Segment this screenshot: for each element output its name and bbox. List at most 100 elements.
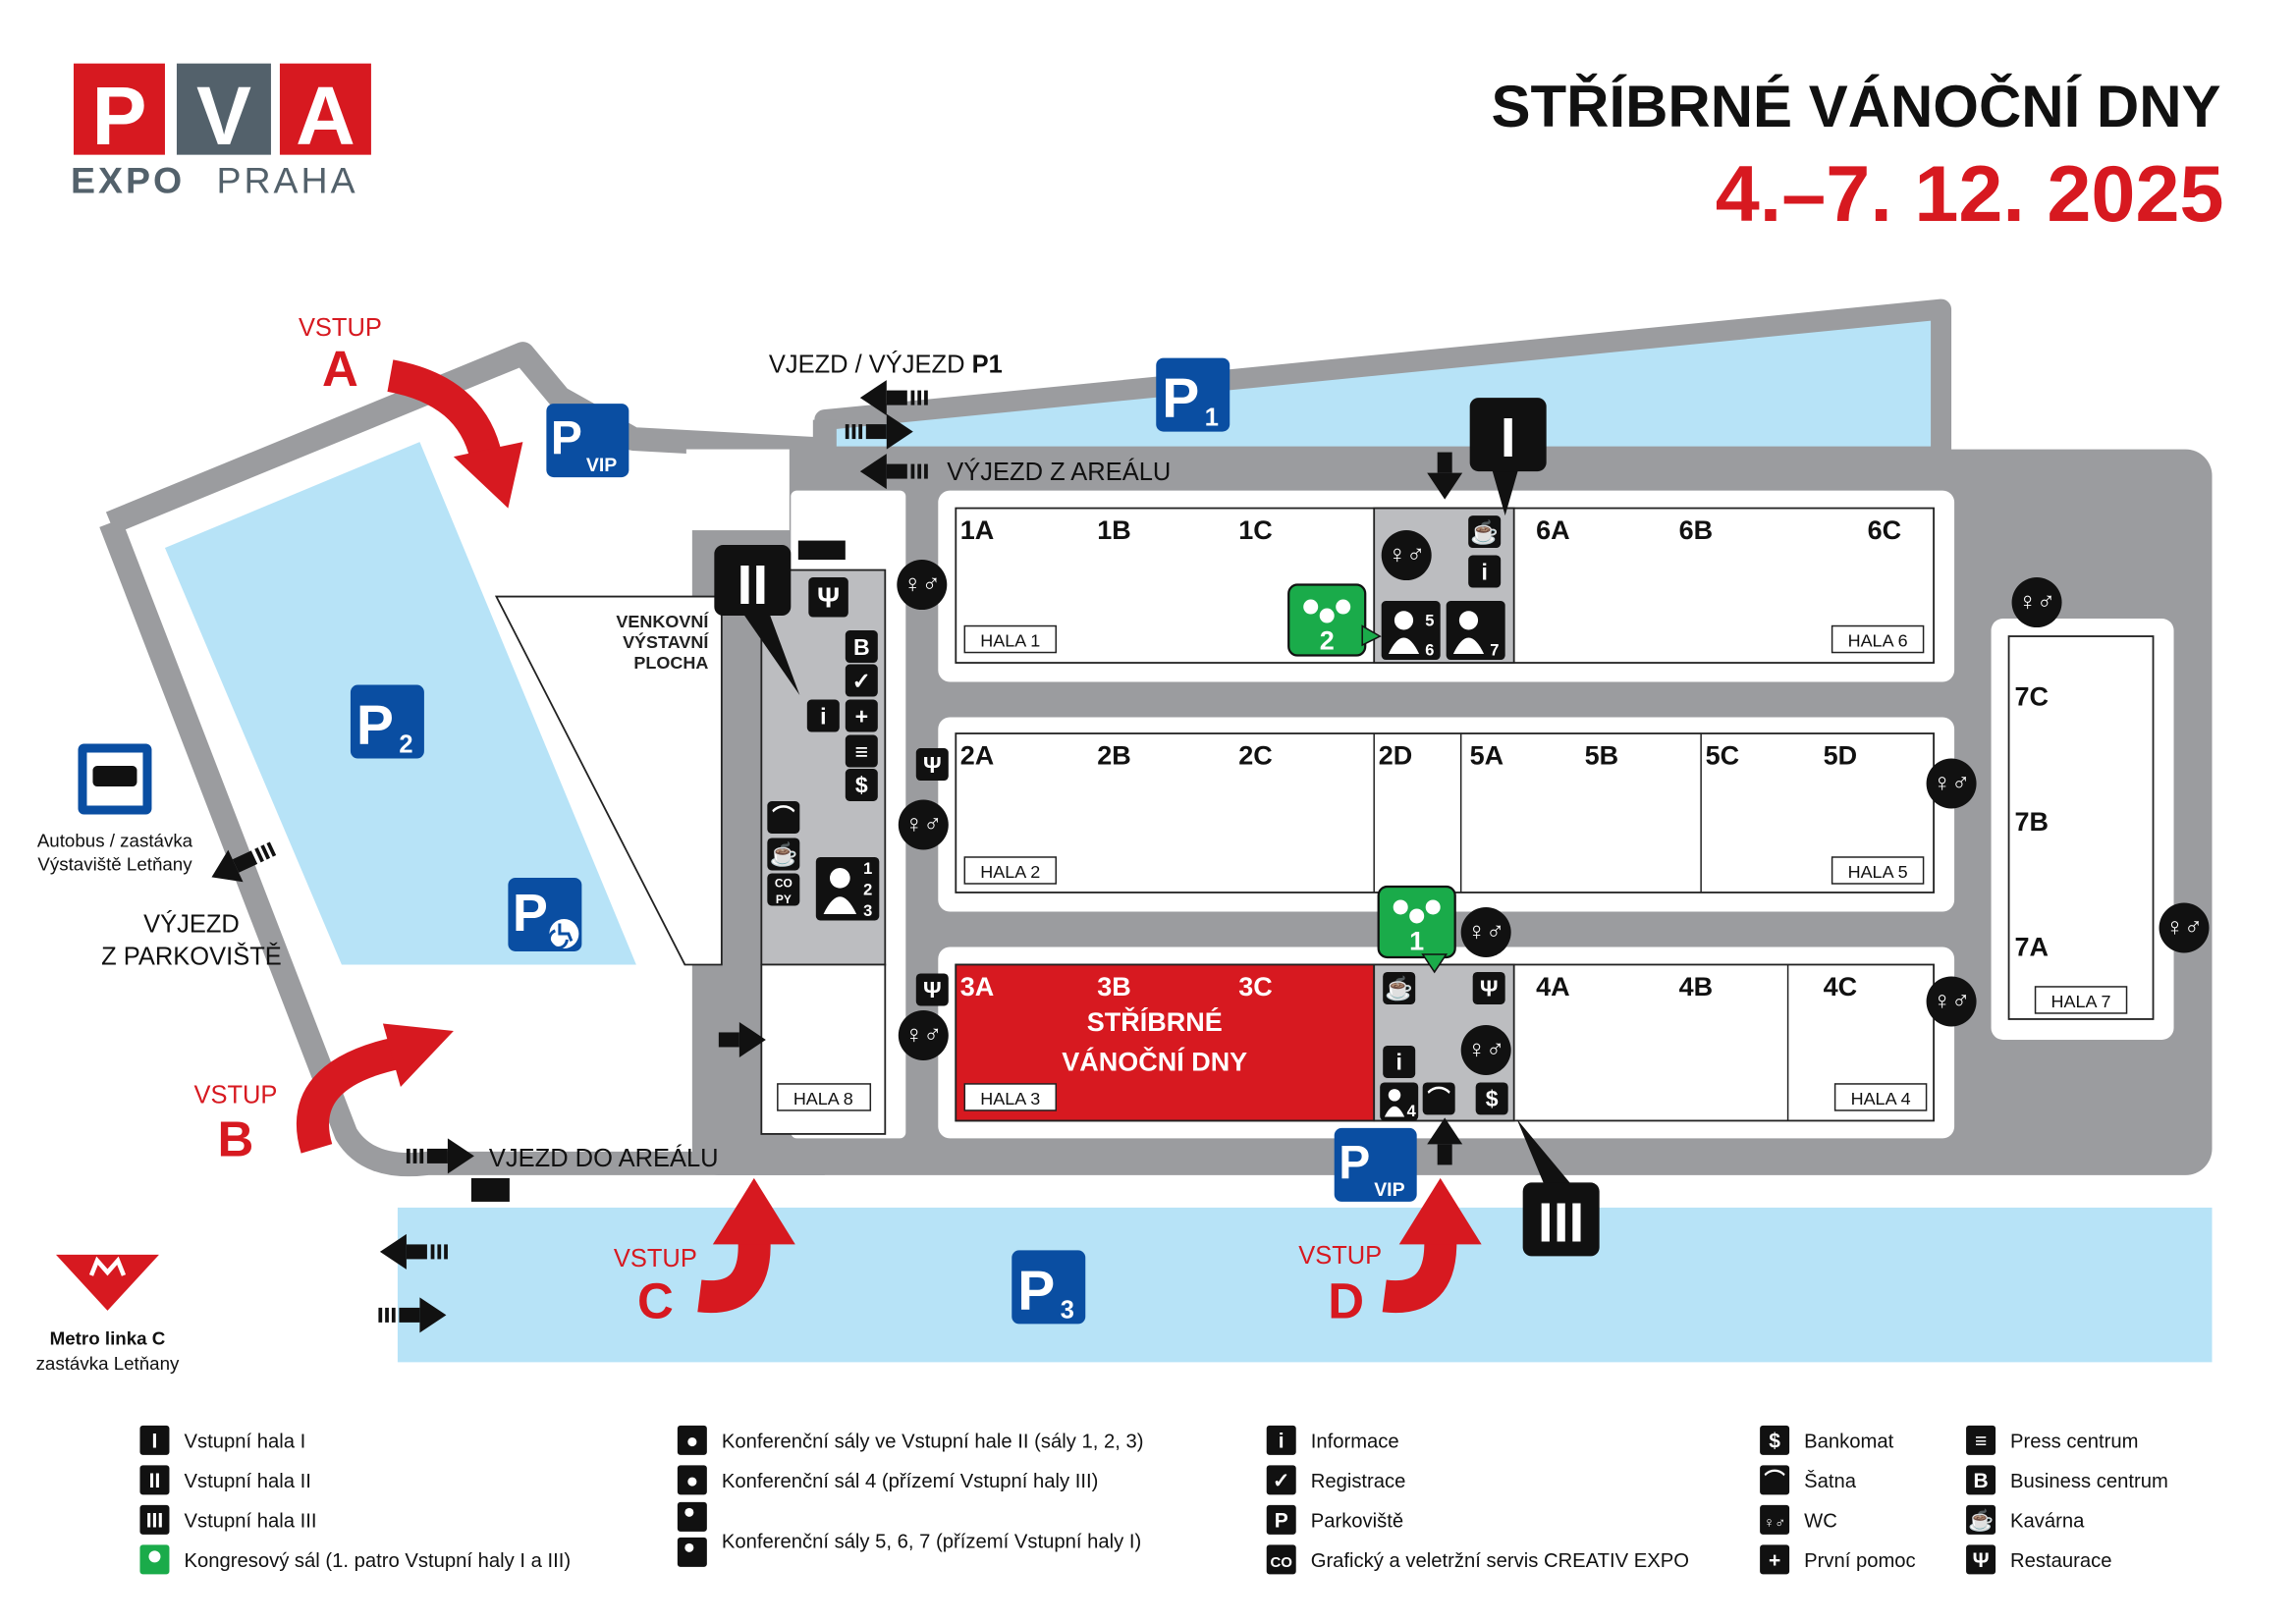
congress-number: 1 bbox=[1409, 926, 1424, 955]
svg-text:♀♂: ♀♂ bbox=[904, 1021, 942, 1049]
entrance-letter: D bbox=[1328, 1272, 1364, 1328]
hall3-event-line1: STŘÍBRNÉ bbox=[1087, 1006, 1223, 1037]
parking-p3-sign[interactable]: P 3 bbox=[1011, 1250, 1086, 1324]
entry-hall-1-callout[interactable]: I bbox=[1469, 398, 1547, 516]
svg-text:i: i bbox=[820, 703, 826, 729]
arrow-head bbox=[712, 1177, 795, 1245]
section-label: 2B bbox=[1097, 741, 1131, 771]
hall-name-h8: HALA 8 bbox=[777, 1083, 872, 1111]
legend-restaurant-icon: Ψ bbox=[1966, 1544, 1996, 1575]
bus-stop[interactable]: Autobus / zastávka Výstaviště Letňany bbox=[37, 743, 193, 875]
conference-room-icon: 123 bbox=[815, 856, 880, 921]
legend-item: ⌒ Šatna bbox=[1760, 1465, 1857, 1495]
congress-hall-1[interactable]: 1 bbox=[1377, 885, 1456, 974]
congress-hall-2[interactable]: 2 bbox=[1287, 583, 1382, 657]
outdoor-area-label: VENKOVNÍ VÝSTAVNÍ PLOCHA bbox=[616, 611, 709, 673]
svg-text:♀♂: ♀♂ bbox=[2165, 913, 2203, 941]
conference-room-icon: 4 bbox=[1380, 1082, 1419, 1121]
legend-iii-icon: III bbox=[139, 1504, 170, 1535]
hall3-event-line2: VÁNOČNÍ DNY bbox=[1062, 1045, 1247, 1076]
logo-letter: V bbox=[196, 70, 251, 162]
legend-p-icon: P bbox=[1266, 1504, 1296, 1535]
direction-arrow bbox=[859, 380, 928, 416]
entrance-c-arrow bbox=[697, 1235, 771, 1314]
svg-text:3: 3 bbox=[863, 902, 872, 920]
section-label: 5A bbox=[1470, 741, 1504, 771]
svg-text:i: i bbox=[1481, 559, 1487, 584]
wc-icon: ♀♂ bbox=[1460, 906, 1511, 957]
legend-label: Vstupní hala III bbox=[184, 1510, 316, 1532]
wc-icon: ♀♂ bbox=[2159, 902, 2210, 953]
entry-hall-3-callout[interactable]: III bbox=[1516, 1118, 1600, 1257]
info-icon: i bbox=[1383, 1045, 1416, 1078]
legend-label: Konferenční sály 5, 6, 7 (přízemí Vstupn… bbox=[722, 1531, 1141, 1552]
outdoor-line: PLOCHA bbox=[633, 653, 708, 673]
wc-icon: ♀♂ bbox=[1926, 976, 1977, 1027]
svg-text:♀♂: ♀♂ bbox=[1933, 987, 1970, 1014]
section-label: 4A bbox=[1536, 972, 1569, 1001]
svg-text:⌒: ⌒ bbox=[1765, 1470, 1785, 1492]
svg-text:B: B bbox=[1973, 1470, 1988, 1492]
metro-line2: zastávka Letňany bbox=[36, 1353, 180, 1374]
traffic-arrows bbox=[211, 380, 1463, 1333]
hall-name-h4: HALA 4 bbox=[1833, 1083, 1928, 1111]
legend-label: Vstupní hala II bbox=[184, 1471, 310, 1492]
parking-accessible-sign[interactable]: P bbox=[508, 877, 582, 951]
restaurant-icon: Ψ bbox=[915, 748, 949, 782]
logo-letter: A bbox=[296, 70, 355, 162]
entry-hall-numeral: III bbox=[1538, 1191, 1584, 1254]
parking-vip: VIP bbox=[1374, 1179, 1404, 1201]
parking-p1-sign[interactable]: P 1 bbox=[1156, 357, 1230, 432]
entrance-letter: A bbox=[322, 341, 358, 397]
entrance-label: VSTUP bbox=[1298, 1242, 1382, 1270]
parking-p2-sign[interactable]: P 2 bbox=[350, 684, 424, 759]
entrance-d-arrow bbox=[1382, 1236, 1457, 1314]
legend-info-icon: i bbox=[1266, 1425, 1296, 1455]
parking-vip-sign[interactable]: P VIP bbox=[1334, 1127, 1417, 1202]
svg-text:♀♂: ♀♂ bbox=[1764, 1514, 1785, 1531]
parking-number: 3 bbox=[1061, 1296, 1074, 1324]
legend-cloak-icon: ⌒ bbox=[1760, 1465, 1790, 1495]
svg-text:II: II bbox=[149, 1470, 161, 1492]
legend-label: Konferenční sál 4 (přízemí Vstupní haly … bbox=[722, 1471, 1099, 1492]
legend-label: Grafický a veletržní servis CREATIV EXPO bbox=[1311, 1550, 1689, 1572]
section-label: 1C bbox=[1238, 515, 1273, 545]
svg-text:☕: ☕ bbox=[1968, 1507, 1994, 1532]
wc-icon: ♀♂ bbox=[1381, 530, 1432, 581]
section-label: 6A bbox=[1536, 515, 1569, 545]
legend-item: III Vstupní hala III bbox=[139, 1504, 316, 1535]
legend-item: ✓Registrace bbox=[1266, 1465, 1405, 1495]
legend-item: ☕Kavárna bbox=[1966, 1504, 2085, 1535]
cafe-icon: ☕ bbox=[1468, 515, 1502, 549]
parking-vip-sign[interactable]: P VIP bbox=[546, 404, 629, 478]
restaurant-icon: Ψ bbox=[915, 973, 949, 1006]
direction-arrow bbox=[1427, 1117, 1463, 1165]
legend-label: Šatna bbox=[1804, 1470, 1857, 1492]
entrance-label: VSTUP bbox=[299, 314, 382, 342]
metro-m-icon bbox=[88, 1256, 127, 1276]
legend-label: Bankomat bbox=[1804, 1431, 1893, 1452]
legend-ii-icon: II bbox=[139, 1465, 170, 1495]
legend-cafe-icon: ☕ bbox=[1966, 1504, 1996, 1535]
metro-stop[interactable]: Metro linka C zastávka Letňany bbox=[36, 1254, 180, 1374]
congress-number: 2 bbox=[1320, 626, 1335, 656]
legend-label: Kongresový sál (1. patro Vstupní haly I … bbox=[184, 1550, 571, 1572]
restaurant-icon: Ψ bbox=[808, 577, 848, 618]
registration-icon: ✓ bbox=[845, 664, 878, 697]
entrance-letter: C bbox=[637, 1272, 674, 1328]
legend-item: ● Konferenční sál 4 (přízemí Vstupní haly… bbox=[677, 1465, 1099, 1495]
section-label: 5C bbox=[1706, 741, 1739, 771]
section-label: 6C bbox=[1868, 515, 1901, 545]
restaurant-icon: Ψ bbox=[1472, 971, 1505, 1004]
hall-name-label: HALA 4 bbox=[1851, 1089, 1911, 1109]
svg-text:7: 7 bbox=[1490, 642, 1499, 660]
entrance-arrows bbox=[297, 359, 1457, 1314]
svg-text:Ψ: Ψ bbox=[1973, 1549, 1990, 1572]
svg-text:●: ● bbox=[686, 1470, 699, 1492]
section-label: 1B bbox=[1097, 515, 1131, 545]
cloak-icon: ⌒ bbox=[1422, 1082, 1455, 1115]
